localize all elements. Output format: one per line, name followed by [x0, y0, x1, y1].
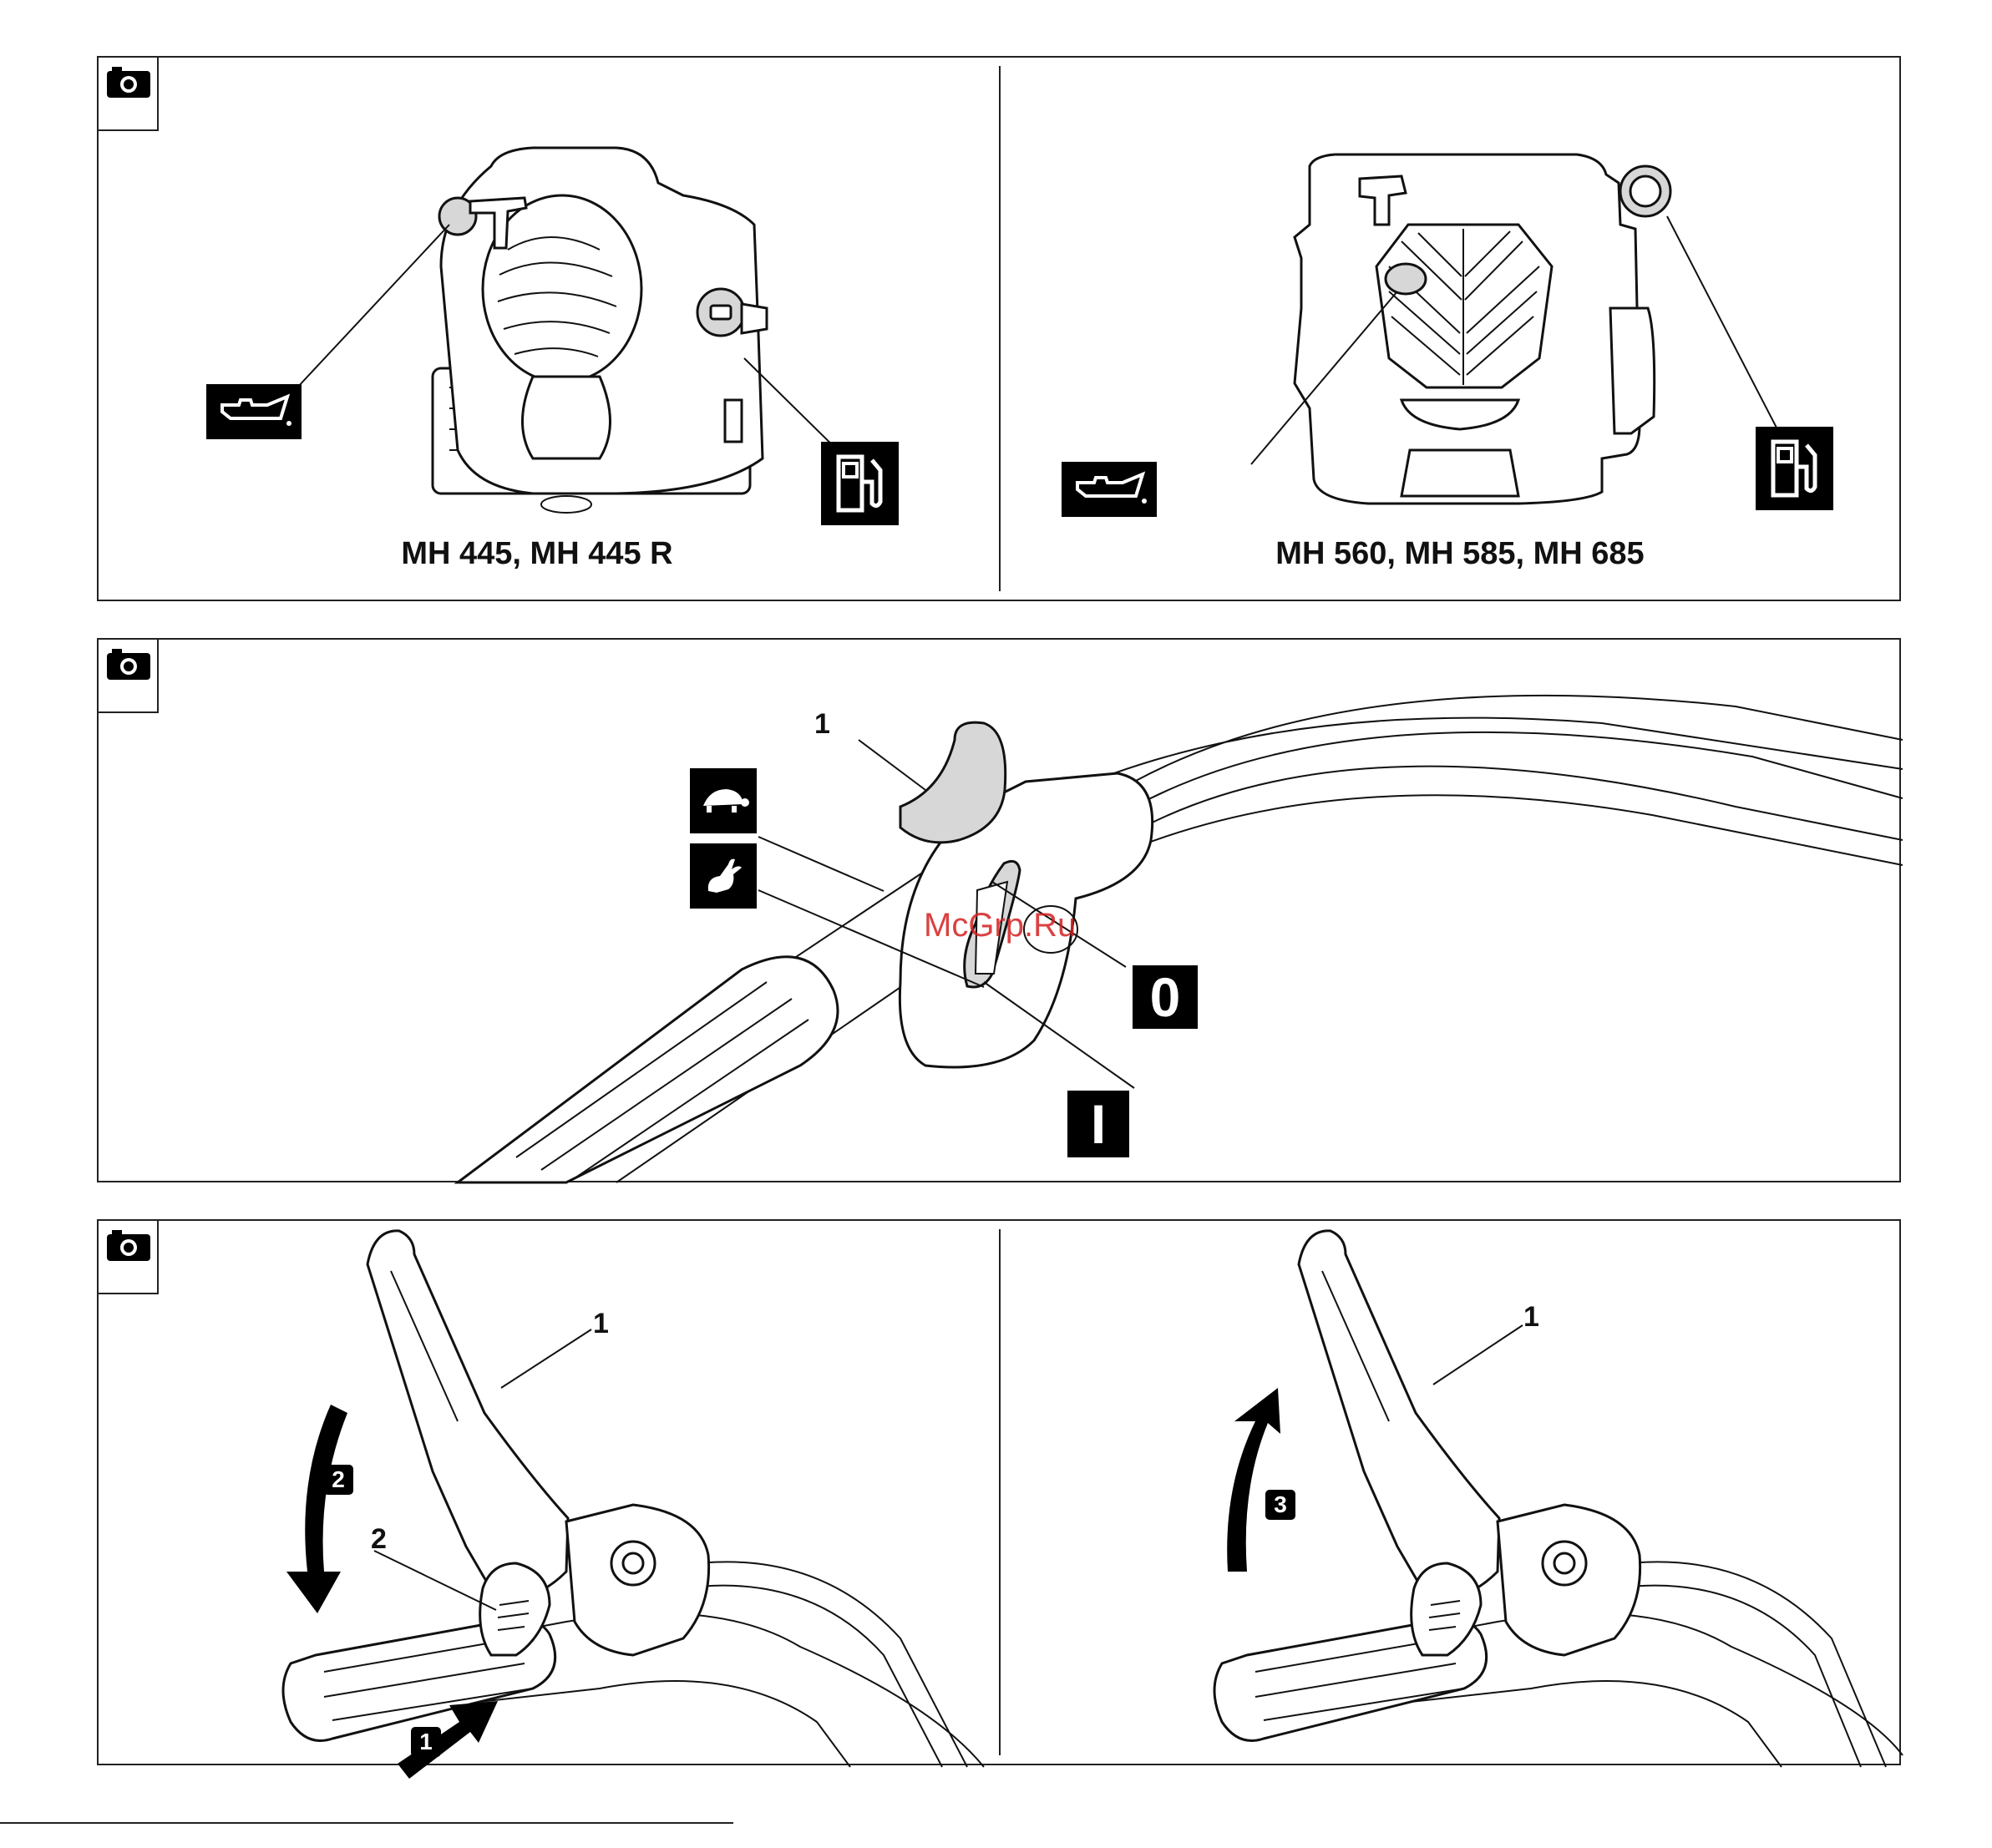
slow-symbol: [690, 768, 757, 833]
brake-lever-label-left: 1: [593, 1308, 609, 1340]
oil-symbol-left: [206, 384, 302, 439]
oil-can-icon: [214, 393, 294, 430]
brake-lever-label-right: 1: [1523, 1301, 1539, 1334]
rabbit-icon: [700, 853, 747, 899]
throttle-lever-label: 1: [814, 708, 830, 741]
step-3-badge: 3: [1265, 1490, 1295, 1520]
stop-symbol: 0: [1133, 965, 1198, 1029]
page-bottom-rule: [0, 1822, 733, 1824]
turtle-icon: [697, 784, 750, 818]
run-symbol: I: [1067, 1091, 1129, 1157]
fuel-symbol-left: [821, 442, 899, 525]
engine-drawing-mh445: [99, 58, 1903, 603]
caption-mh560: MH 560, MH 585, MH 685: [1209, 536, 1711, 572]
throttle-panel: 1 0 I McGrp.Ru: [97, 638, 1901, 1182]
oil-symbol-right: [1062, 462, 1157, 517]
oil-can-icon: [1069, 471, 1149, 508]
fuel-pump-icon: [834, 452, 887, 515]
fuel-symbol-right: [1756, 427, 1833, 510]
engine-panel: MH 445, MH 445 R MH 560, MH 585, MH 685: [97, 56, 1901, 601]
brake-drawing: [99, 1221, 1903, 1767]
fuel-pump-icon: [1768, 437, 1822, 500]
caption-mh445: MH 445, MH 445 R: [307, 536, 767, 572]
lock-button-label: 2: [371, 1523, 387, 1556]
step-2-badge: 2: [323, 1465, 353, 1495]
step-1-badge: 1: [411, 1727, 441, 1757]
fast-symbol: [690, 843, 757, 909]
brake-panel: 1 2 2 1 1 3: [97, 1219, 1901, 1765]
watermark: McGrp.Ru: [924, 907, 1076, 944]
